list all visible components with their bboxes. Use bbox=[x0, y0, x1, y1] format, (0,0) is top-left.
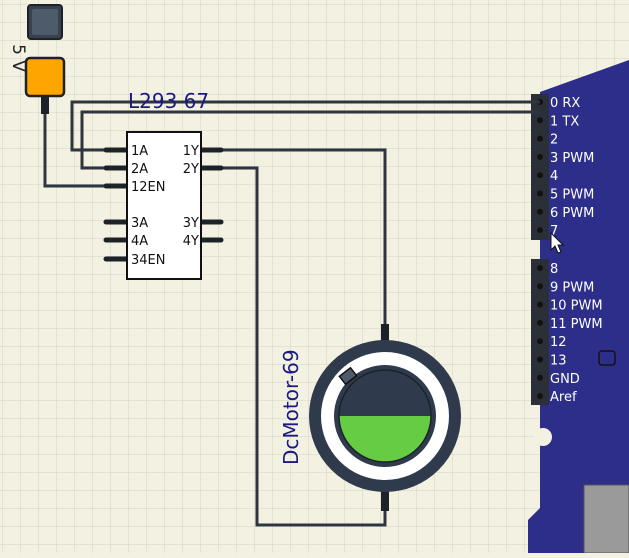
power-switch-face bbox=[32, 9, 58, 35]
motor-rotor-edge bbox=[338, 369, 432, 463]
motor-terminal-bottom bbox=[381, 491, 389, 511]
wires bbox=[43, 100, 540, 527]
l293-chip[interactable]: L293 67 1A 2A 12EN 3A 4A 34EN 1Y 2Y 3Y 4Y bbox=[103, 89, 224, 280]
arduino-pin-label: 9 PWM bbox=[550, 280, 594, 295]
wire-2y bbox=[218, 166, 387, 527]
power-source[interactable]: 5 V bbox=[8, 4, 66, 114]
mounting-hole bbox=[534, 428, 552, 446]
arduino-pin-socket[interactable] bbox=[537, 356, 543, 363]
motor-speed-indicator bbox=[339, 416, 431, 462]
arduino-pin-label: 13 bbox=[550, 354, 567, 369]
arduino-pin-label: 5 PWM bbox=[550, 188, 594, 203]
arduino-pin-socket[interactable] bbox=[537, 374, 543, 381]
mouse-cursor-icon bbox=[550, 231, 565, 254]
chip-pin-label-left: 34EN bbox=[131, 253, 165, 268]
chip-pin-stubs bbox=[103, 147, 224, 262]
arduino-pin-label: 8 bbox=[550, 262, 558, 277]
arduino-pin-label: 2 bbox=[550, 133, 558, 148]
arduino-pin-socket[interactable] bbox=[537, 393, 543, 400]
arduino-pin-label: 1 TX bbox=[550, 114, 579, 129]
chip-pin-label-right: 1Y bbox=[183, 144, 199, 159]
arduino-pin-label: GND bbox=[550, 372, 580, 387]
arduino-pin-socket[interactable] bbox=[537, 172, 543, 179]
arduino-pin-socket[interactable] bbox=[537, 190, 543, 197]
arduino-pin-socket[interactable] bbox=[537, 153, 543, 160]
arduino-pin-socket[interactable] bbox=[537, 319, 543, 326]
arduino-pin-label: 11 PWM bbox=[550, 317, 603, 332]
arduino-pin-label: Aref bbox=[550, 390, 577, 405]
header-upper bbox=[531, 94, 549, 240]
wire-5v bbox=[43, 112, 110, 188]
arduino-pin-socket[interactable] bbox=[537, 301, 543, 308]
arduino-pin-socket[interactable] bbox=[537, 283, 543, 290]
arduino-board[interactable]: 0 RX 1 TX 2 3 PWM 4 5 PWM 6 PWM 7 8 9 PWM 10 PWM 1… bbox=[528, 60, 629, 554]
arduino-pin-socket[interactable] bbox=[537, 208, 543, 215]
chip-pin-label-left: 12EN bbox=[131, 180, 165, 195]
chip-title: L293 67 bbox=[128, 89, 209, 113]
arduino-pin-label: 0 RX bbox=[550, 96, 580, 111]
motor-label: DcMotor-69 bbox=[279, 349, 303, 465]
power-pin bbox=[41, 96, 49, 114]
arduino-pin-socket[interactable] bbox=[537, 265, 543, 271]
chip-pin-label-left: 2A bbox=[131, 162, 148, 177]
chip-pin-label-left: 4A bbox=[131, 234, 148, 249]
usb-connector bbox=[583, 484, 629, 554]
dc-motor[interactable]: DcMotor-69 bbox=[279, 324, 461, 511]
header-lower bbox=[531, 259, 549, 405]
chip-pin-label-right: 2Y bbox=[183, 162, 199, 177]
power-supply-block[interactable] bbox=[24, 56, 66, 98]
onboard-led-icon bbox=[598, 350, 616, 366]
wire-1y bbox=[218, 148, 387, 330]
arduino-pin-socket[interactable] bbox=[537, 135, 543, 142]
power-label: 5 V bbox=[8, 44, 28, 72]
chip-pin-label-left: 1A bbox=[131, 144, 148, 159]
chip-body bbox=[126, 131, 202, 280]
arduino-pin-label: 7 bbox=[550, 224, 558, 239]
arduino-pin-label: 10 PWM bbox=[550, 299, 603, 314]
arduino-pin-label: 12 bbox=[550, 335, 567, 350]
arduino-pin-socket[interactable] bbox=[537, 338, 543, 345]
chip-pin-label-right: 3Y bbox=[183, 216, 199, 231]
arduino-pin-socket[interactable] bbox=[537, 227, 543, 234]
wire-tx bbox=[80, 110, 540, 170]
motor-terminal-top bbox=[381, 324, 389, 344]
arduino-pin-label: 3 PWM bbox=[550, 151, 594, 166]
chip-pin-label-right: 4Y bbox=[183, 234, 199, 249]
arduino-pin-label: 6 PWM bbox=[550, 206, 594, 221]
arduino-pin-label: 4 bbox=[550, 169, 558, 184]
motor-marker bbox=[338, 366, 358, 386]
chip-pin-label-left: 3A bbox=[131, 216, 148, 231]
wire-rx bbox=[70, 100, 540, 152]
arduino-pin-socket[interactable] bbox=[537, 117, 543, 124]
